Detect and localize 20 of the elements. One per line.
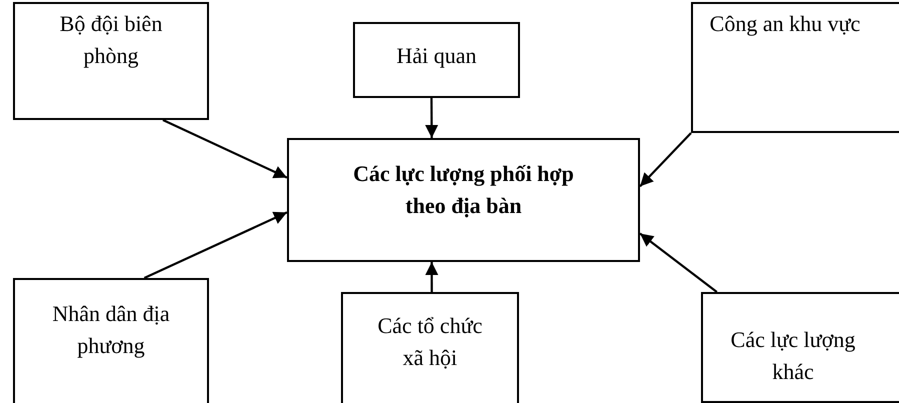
central-box [287,138,640,262]
arrow [425,98,438,138]
arrow [425,262,438,292]
arrow [162,119,288,179]
process-box [691,2,899,133]
process-box [13,278,209,403]
node-label: Công an khu vực [710,10,860,38]
arrow [144,211,288,279]
node-label: Hải quan [396,42,477,70]
node-label: Bộ đội biên phòng [58,10,164,70]
arrow [639,132,692,188]
node-label: Các tổ chức xã hội [376,312,484,372]
node-label: Nhân dân địa phương [51,300,171,360]
process-box [13,2,209,120]
node-label: Các lực lượng khác [730,326,856,386]
process-box [341,292,519,403]
arrow [639,232,718,293]
node-label: Các lực lượng phối hợp theo địa bàn [352,160,575,220]
process-box [701,292,899,403]
process-box [353,22,520,98]
